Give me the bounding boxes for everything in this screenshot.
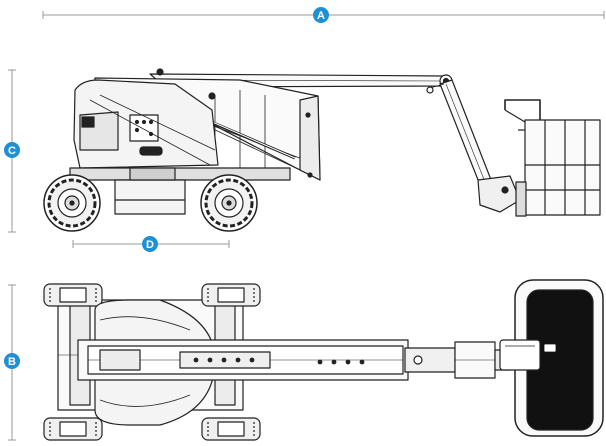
marker-a: A [313,7,329,23]
plan-jib [404,341,511,379]
jib-arm [426,79,521,213]
plan-wheel-front-bottom [201,417,261,441]
rear-wheel-side [43,174,101,232]
platform-basket-plan [499,279,604,437]
marker-c-label: C [8,145,16,157]
marker-d: D [142,236,158,252]
top-plan-view [43,279,604,441]
plan-wheel-front-top [201,283,261,307]
marker-a-label: A [317,10,325,22]
front-wheel-side [200,174,258,232]
plan-boom [77,339,409,381]
side-elevation-view [43,68,601,232]
marker-d-label: D [146,239,154,251]
plan-wheel-rear-top [43,283,103,307]
platform-basket-side [504,99,601,217]
plan-wheel-rear-bottom [43,417,103,441]
marker-c: C [4,142,20,158]
marker-b: B [4,353,20,369]
marker-b-label: B [8,356,16,368]
